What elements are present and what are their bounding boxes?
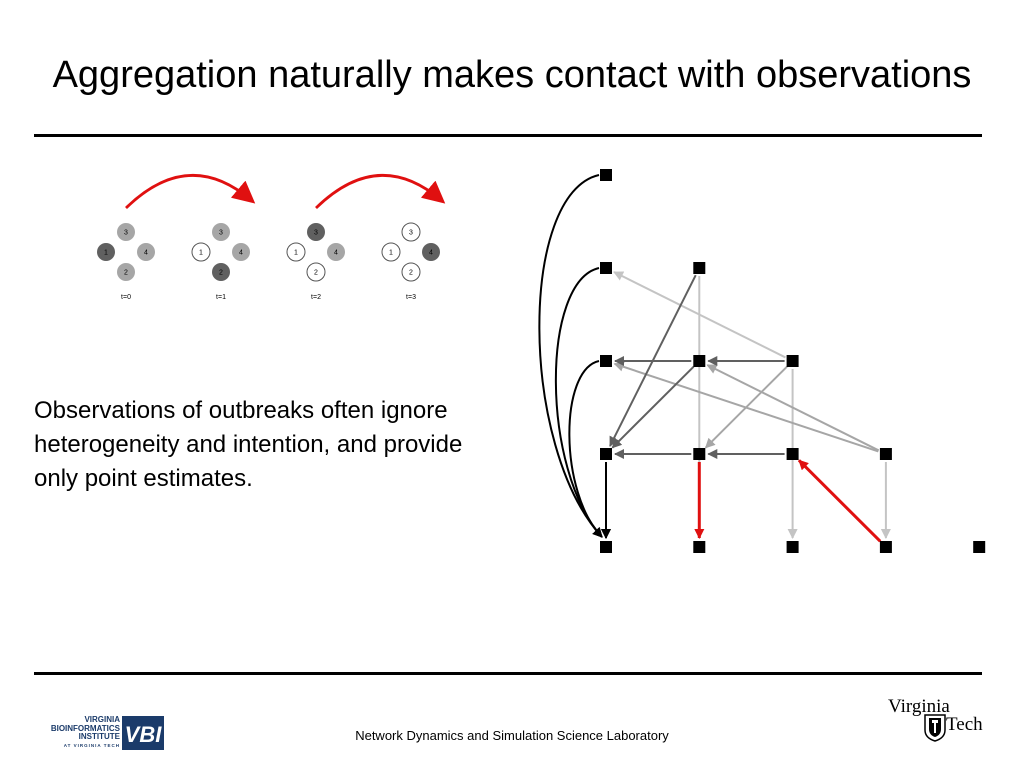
state-time-label: t=0 — [121, 294, 131, 301]
transition-arrow — [125, 173, 256, 210]
state-node-label: 2 — [124, 270, 128, 277]
state-panel: 3 1 4 2 t=2 — [286, 223, 345, 301]
vbi-line-2: BIOINFORMATICS — [50, 723, 120, 733]
state-node — [327, 243, 345, 261]
slide-title: Aggregation naturally makes contact with… — [52, 54, 972, 96]
dag-node — [693, 541, 706, 553]
virginia-tech-logo: Virginia Tech — [880, 696, 992, 748]
state-node — [232, 243, 250, 261]
vbi-tagline: AT VIRGINIA TECH — [63, 743, 120, 748]
vbi-line-1: VIRGINIA — [84, 715, 120, 724]
footer-text: Network Dynamics and Simulation Science … — [355, 728, 669, 743]
dag-node — [786, 541, 799, 553]
state-node — [97, 243, 115, 261]
dag-edge — [613, 361, 879, 453]
state-node — [307, 223, 325, 241]
state-node-label: 3 — [314, 230, 318, 237]
transition-arrow — [315, 173, 446, 210]
state-node-label: 1 — [199, 250, 203, 257]
state-node-label: 3 — [409, 230, 413, 237]
vbi-logo-text: VIRGINIA BIOINFORMATICS INSTITUTE — [24, 715, 120, 742]
state-time-label: t=1 — [216, 294, 226, 301]
dag-node — [600, 169, 612, 181]
dag-edge — [706, 364, 880, 452]
state-node-label: 3 — [219, 230, 223, 237]
body-text: Observations of outbreaks often ignore h… — [34, 397, 463, 492]
state-sequence-diagram: 3 1 4 2 t=0 3 1 4 2 t=1 3 1 4 2 t=2 3 1 4 2 t=3 — [97, 173, 446, 301]
dag-node — [600, 448, 612, 460]
state-node — [212, 223, 230, 241]
state-panel: 3 1 4 2 t=3 — [381, 222, 440, 301]
state-node-label: 2 — [409, 270, 413, 277]
vbi-mark-icon: VBI — [122, 716, 164, 750]
top-divider — [34, 134, 982, 137]
state-node — [381, 242, 401, 262]
network-dag-diagram — [538, 169, 986, 553]
dag-edge — [568, 360, 603, 538]
dag-node — [693, 355, 706, 367]
state-node-label: 4 — [144, 250, 148, 257]
state-node — [191, 242, 211, 262]
vbi-line-3: INSTITUTE — [78, 732, 120, 741]
dag-edge — [609, 274, 697, 447]
dag-node — [600, 355, 612, 367]
state-node — [137, 243, 155, 261]
dag-node — [693, 448, 706, 460]
state-node — [286, 242, 306, 262]
state-node — [401, 262, 421, 282]
dag-node — [973, 541, 986, 553]
state-time-label: t=3 — [406, 294, 416, 301]
state-time-label: t=2 — [311, 294, 321, 301]
state-node — [306, 262, 326, 282]
state-node-label: 1 — [294, 250, 298, 257]
dag-node — [693, 262, 706, 274]
dag-node — [879, 448, 892, 460]
vbi-logo: VIRGINIA BIOINFORMATICS INSTITUTE AT VIR… — [24, 715, 164, 750]
dag-node — [600, 262, 612, 274]
dag-node — [786, 355, 799, 367]
dag-node — [879, 541, 892, 553]
state-node-label: 4 — [239, 250, 243, 257]
dag-node — [786, 448, 799, 460]
dag-edge — [797, 459, 882, 543]
bottom-divider — [34, 672, 982, 675]
state-node — [117, 223, 135, 241]
state-node-label: 2 — [219, 270, 223, 277]
state-panel: 3 1 4 2 t=0 — [97, 223, 155, 301]
dag-edge — [538, 174, 603, 538]
state-node-label: 1 — [389, 250, 393, 257]
state-node-label: 1 — [104, 250, 108, 257]
state-node-label: 4 — [429, 250, 433, 257]
vt-shield-icon — [924, 714, 946, 742]
state-node — [212, 263, 230, 281]
state-panel: 3 1 4 2 t=1 — [191, 223, 250, 301]
state-node-label: 4 — [334, 250, 338, 257]
state-node-label: 2 — [314, 270, 318, 277]
vt-logo-word-2: Tech — [946, 714, 983, 735]
state-node — [117, 263, 135, 281]
vbi-mark-text: VBI — [125, 722, 163, 747]
vt-logo-word-1: Virginia — [888, 696, 950, 717]
dag-edge — [611, 365, 695, 449]
state-node — [401, 222, 421, 242]
dag-node — [600, 541, 612, 553]
state-node — [422, 243, 440, 261]
state-node-label: 3 — [124, 230, 128, 237]
